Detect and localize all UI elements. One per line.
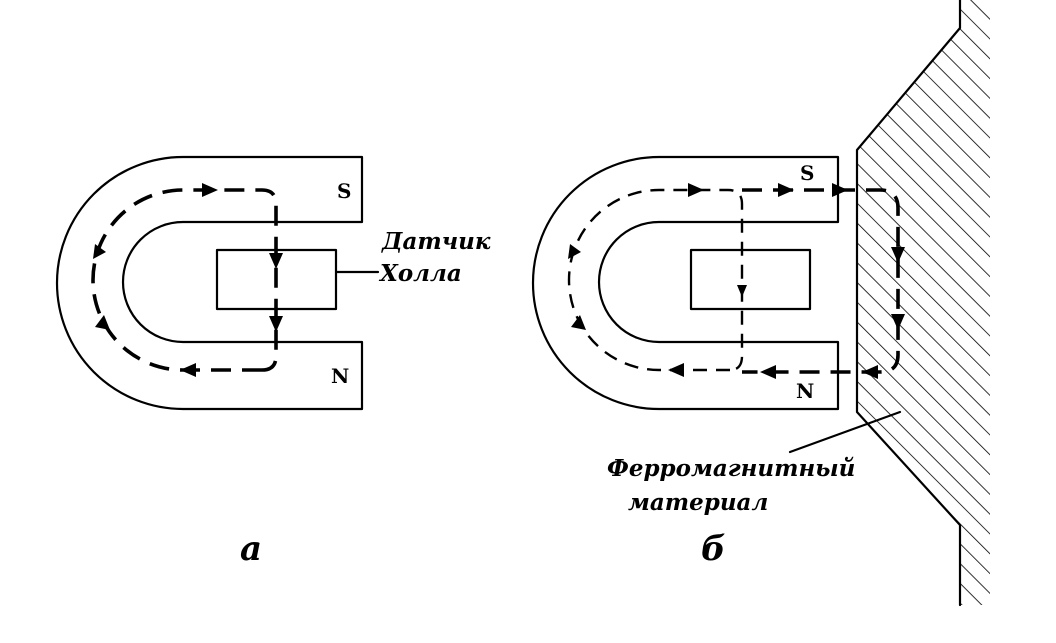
flux-arrows <box>93 183 283 377</box>
material-label-line1: Ферромагнитный <box>607 455 855 482</box>
panel-b: S N Ферромагнитный материал б <box>531 0 990 607</box>
horseshoe-magnet <box>55 155 364 411</box>
panel-b-caption: б <box>701 529 726 569</box>
hall-sensor <box>689 248 812 311</box>
pole-n-label: N <box>796 379 814 403</box>
plate-outline <box>855 0 962 607</box>
panel-a: S N Датчик Холла а <box>55 155 491 569</box>
horseshoe-magnet <box>531 155 840 411</box>
sensor-label-line2: Холла <box>378 260 462 287</box>
flux-arrows <box>568 183 905 379</box>
material-pointer <box>788 410 902 454</box>
ferromagnetic-plate <box>857 0 990 605</box>
pole-n-label: N <box>331 364 349 388</box>
material-label-line2: материал <box>628 489 768 516</box>
sensor-label-line1: Датчик <box>381 228 491 255</box>
pole-s-label: S <box>337 179 351 203</box>
pole-s-label: S <box>800 161 814 185</box>
panel-a-caption: а <box>240 529 262 569</box>
